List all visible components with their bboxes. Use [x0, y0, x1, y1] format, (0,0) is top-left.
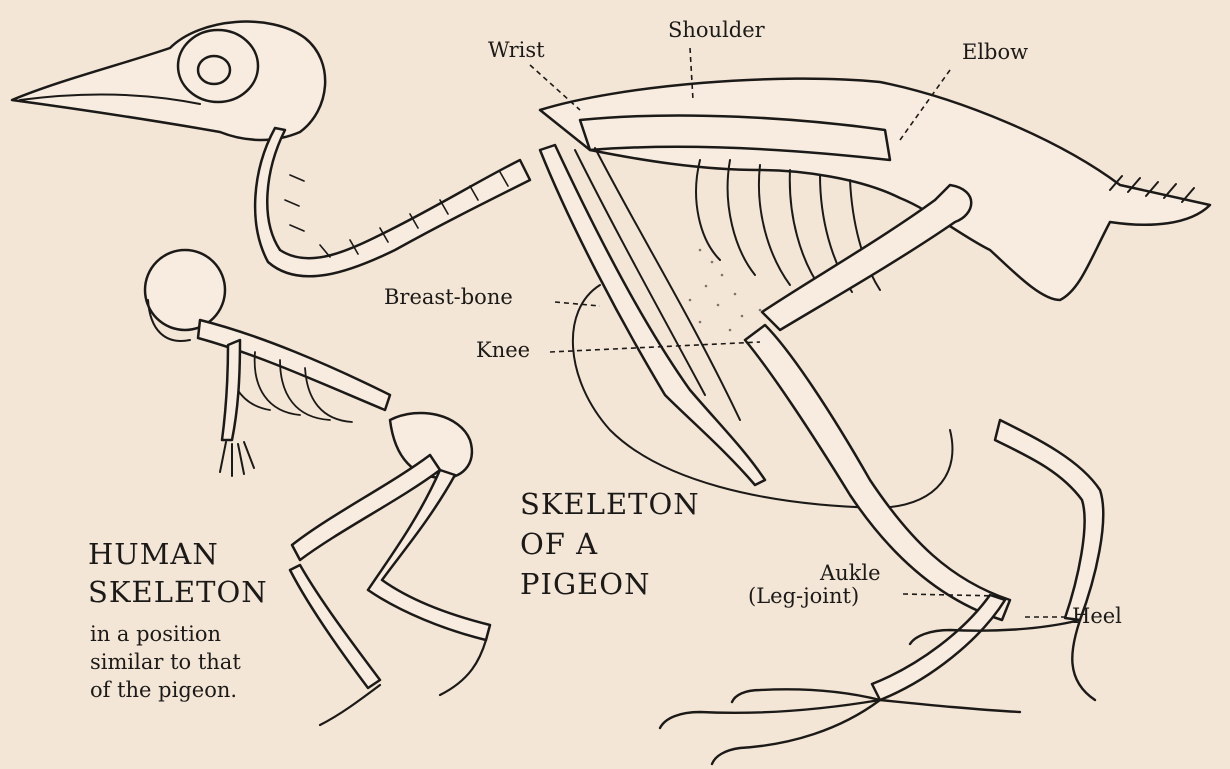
human-thigh: [292, 455, 440, 560]
breast-bone-leader: [555, 302, 600, 306]
pigeon-far-leg: [995, 420, 1103, 620]
human-title-line2: SKELETON: [88, 578, 268, 607]
label-elbow: Elbow: [962, 42, 1028, 63]
pigeon-forearm: [540, 145, 765, 485]
human-caption-line3: of the pigeon.: [90, 680, 237, 701]
human-skull: [145, 250, 225, 330]
pigeon-title-line2: OF A: [520, 530, 598, 559]
label-wrist: Wrist: [488, 40, 545, 61]
label-ankle-line2: (Leg-joint): [748, 586, 859, 607]
human-title-line1: HUMAN: [88, 540, 219, 569]
pigeon-title-line1: SKELETON: [520, 490, 700, 519]
pigeon-femur: [762, 185, 971, 330]
wrist-leader: [530, 65, 580, 110]
human-arm: [222, 340, 240, 440]
label-knee: Knee: [476, 340, 530, 361]
pigeon-title-line3: PIGEON: [520, 570, 650, 599]
pigeon-eye-hole: [198, 56, 230, 84]
human-caption-line1: in a position: [90, 624, 221, 645]
label-ankle-line1: Aukle: [820, 563, 881, 584]
pigeon-skull: [12, 22, 325, 140]
pigeon-neck: [255, 128, 530, 276]
pigeon-tarsus: [872, 595, 1005, 700]
human-caption-line2: similar to that: [90, 652, 241, 673]
label-breast-bone: Breast-bone: [384, 287, 513, 308]
label-shoulder: Shoulder: [668, 20, 765, 41]
human-shin: [290, 565, 380, 688]
label-heel: Heel: [1072, 606, 1122, 627]
